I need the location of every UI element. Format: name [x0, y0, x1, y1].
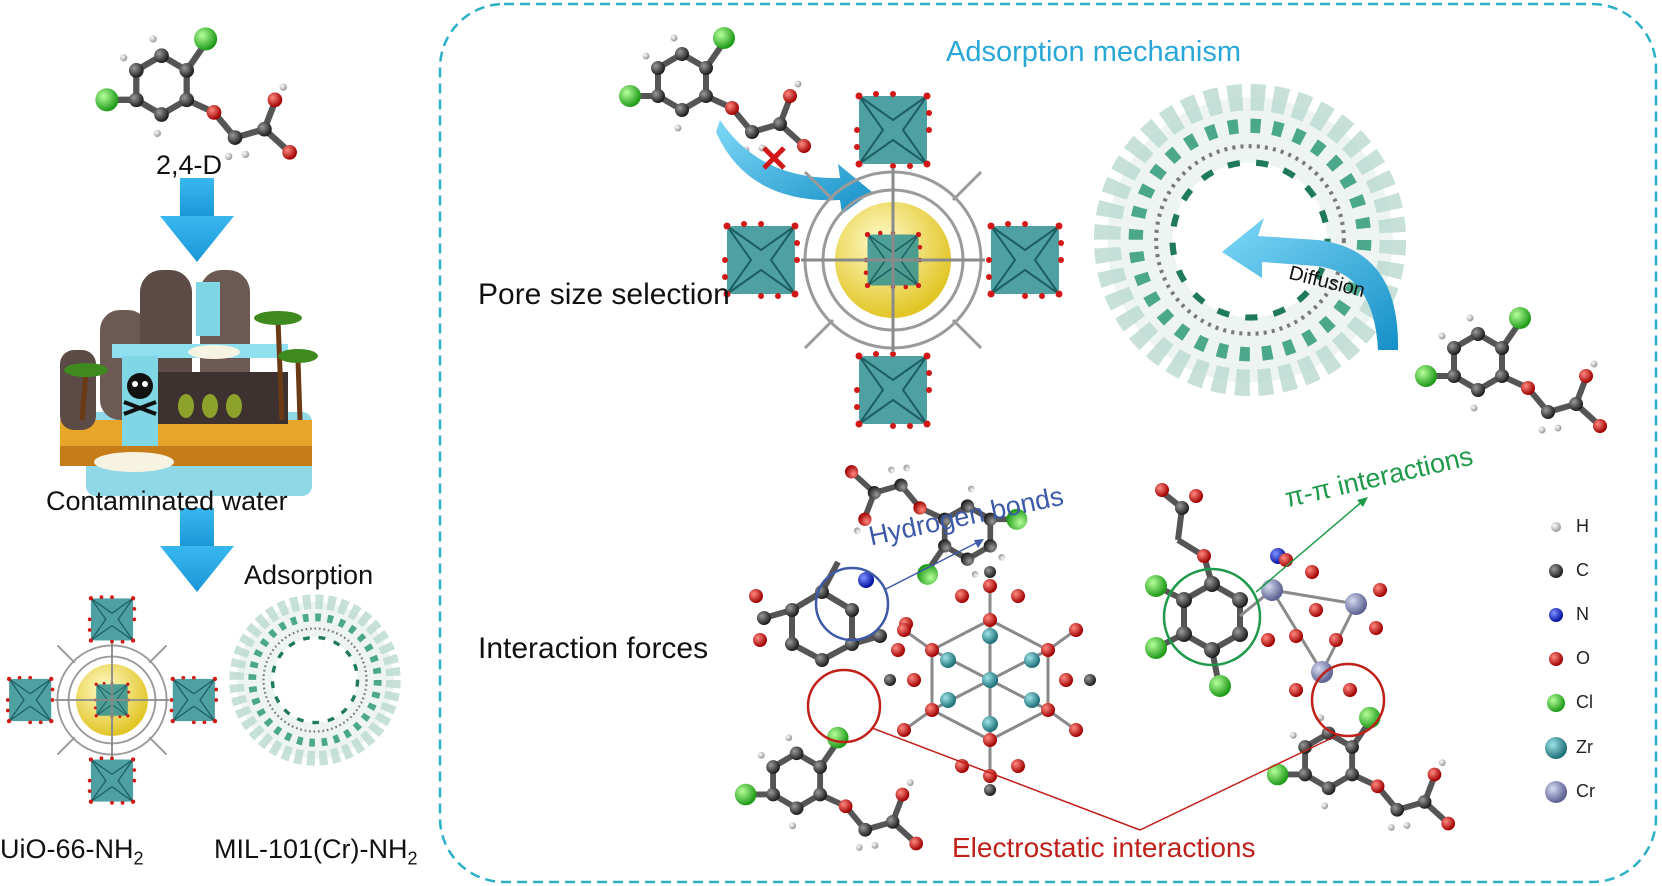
legend-label-h: H	[1576, 516, 1589, 536]
uio66-label: UiO-66-NH2	[0, 834, 144, 869]
pipi-indicator	[1162, 497, 1368, 667]
down-arrow-1	[160, 178, 234, 262]
mechanism-panel-border	[438, 2, 1658, 884]
mil101-label-sub: 2	[407, 848, 418, 869]
legend-label-c: C	[1576, 560, 1589, 580]
cr-cluster	[1239, 548, 1387, 697]
electrostatic-indicator	[806, 662, 1386, 831]
uio66-label-main: UiO-66-NH	[0, 834, 134, 864]
molecule-label: 2,4-D	[156, 150, 223, 180]
diffusion-arrow	[1222, 218, 1399, 350]
blocked-curved-arrow	[716, 120, 872, 214]
uio66-label-sub: 2	[133, 848, 144, 869]
molecule-24d-electro-right	[1267, 707, 1455, 831]
molecule-24d-pipi	[1145, 483, 1248, 697]
molecule-24d-pore	[619, 27, 811, 154]
pore-size-label: Pore size selection	[478, 278, 730, 311]
legend-label-o: O	[1576, 648, 1591, 668]
uio-linker-fragment	[749, 560, 913, 667]
electrostatic-label: Electrostatic interactions	[952, 832, 1256, 863]
legend-label-n: N	[1576, 604, 1589, 624]
legend-label-cr: Cr	[1576, 781, 1595, 801]
interaction-forces-label: Interaction forces	[478, 632, 709, 665]
legend-label-cl: Cl	[1576, 692, 1593, 712]
molecule-24d-diffusion	[1415, 307, 1607, 434]
adsorption-step-label: Adsorption	[244, 560, 374, 590]
uio66-structure-large	[722, 91, 1064, 429]
contaminated-water-illustration	[60, 270, 318, 496]
molecule-24d-electro-left	[735, 727, 923, 851]
molecule-24d-top	[95, 27, 297, 160]
mechanism-title: Adsorption mechanism	[946, 36, 1241, 68]
mil101-structure-small	[237, 602, 394, 759]
legend-label-zr: Zr	[1576, 737, 1593, 757]
water-label: Contaminated water	[46, 486, 288, 516]
mil101-label-main: MIL-101(Cr)-NH	[214, 834, 408, 864]
hbond-indicator	[814, 539, 984, 642]
uio66-structure-small	[6, 595, 218, 805]
zr-cluster	[884, 566, 1096, 796]
mil101-label: MIL-101(Cr)-NH2	[214, 834, 418, 869]
legend-spheres	[1545, 522, 1567, 803]
down-arrow-2	[160, 508, 234, 592]
